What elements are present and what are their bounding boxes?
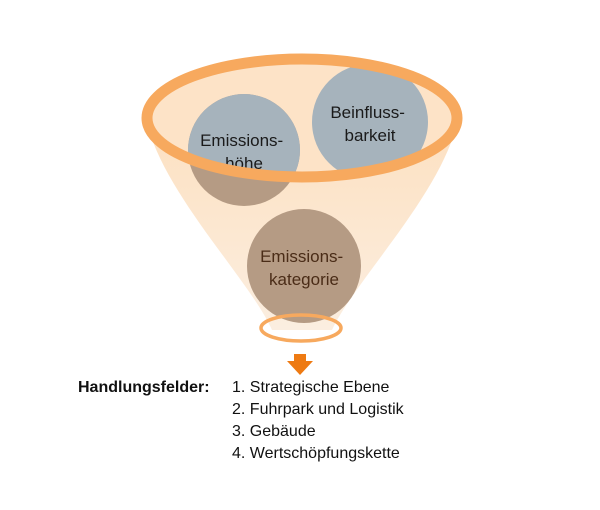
svg-text:Beinfluss- barkeit: Beinfluss- barkeit: [330, 103, 409, 145]
action-fields-heading: Handlungsfelder:: [78, 379, 210, 396]
funnel-bottom-ring: [259, 313, 343, 343]
down-arrow-icon: [287, 354, 313, 375]
bubble-beeinflussbarkeit: Beinfluss- barkeit: [312, 64, 428, 175]
bubble-emissionskategorie: Emissions- kategorie: [247, 209, 361, 323]
list-item: 2. Fuhrpark und Logistik: [232, 401, 404, 418]
bubble-beeinflussbarkeit-line2: barkeit: [344, 126, 395, 145]
bubble-emissionshoehe: Emissions- höhe: [188, 94, 300, 206]
bubble-emissionshoehe-line1: Emissions-: [200, 131, 283, 150]
list-item: 4. Wertschöpfungskette: [232, 445, 400, 462]
list-item: 1. Strategische Ebene: [232, 379, 390, 396]
funnel-rim: [141, 53, 463, 183]
bubble-beeinflussbarkeit-line1: Beinfluss-: [330, 103, 405, 122]
bubble-emissionskategorie-line2: kategorie: [269, 270, 339, 289]
action-fields-list: 1. Strategische Ebene 2. Fuhrpark und Lo…: [232, 377, 404, 465]
bubble-emissionskategorie-line1: Emissions-: [260, 247, 343, 266]
svg-text:Emissions- kategorie: Emissions- kategorie: [260, 247, 348, 289]
list-item: 3. Gebäude: [232, 423, 316, 440]
